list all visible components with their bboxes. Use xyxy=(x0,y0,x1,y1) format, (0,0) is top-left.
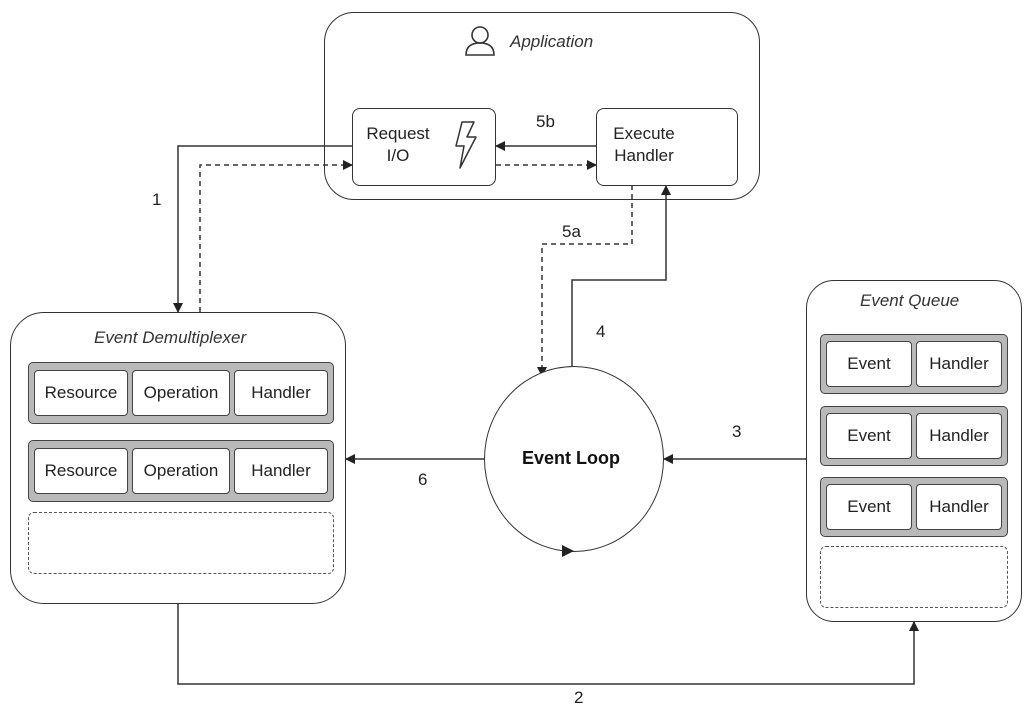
request-io-line1: Request xyxy=(366,124,430,143)
resource-cell: Resource xyxy=(34,370,128,416)
execute-handler-line1: Execute xyxy=(613,124,675,143)
execute-handler-box xyxy=(596,108,738,186)
event-cell: Event xyxy=(826,484,912,530)
arrow-5a-dashed xyxy=(537,185,633,377)
application-title: Application xyxy=(510,32,594,51)
application-container xyxy=(324,12,760,200)
handler-cell: Handler xyxy=(916,484,1002,530)
execute-handler-line2: Handler xyxy=(614,146,674,165)
event-loop-label: Event Loop xyxy=(522,448,620,468)
step-label-3: 3 xyxy=(732,422,742,441)
operation-cell: Operation xyxy=(132,448,230,494)
queue-empty-slot xyxy=(820,546,1008,608)
handler-cell: Handler xyxy=(916,413,1002,459)
arrow-1 xyxy=(173,145,352,313)
demux-empty-slot xyxy=(28,512,334,574)
event-cell: Event xyxy=(826,413,912,459)
step-label-6: 6 xyxy=(418,470,428,489)
step-label-4: 4 xyxy=(596,322,606,341)
event-demultiplexer-title: Event Demultiplexer xyxy=(94,328,247,347)
resource-cell: Resource xyxy=(34,448,128,494)
step-label-5a: 5a xyxy=(562,222,581,241)
step-label-1: 1 xyxy=(152,190,162,209)
event-cell: Event xyxy=(826,341,912,387)
step-label-5b: 5b xyxy=(536,112,555,131)
event-queue-title: Event Queue xyxy=(860,291,960,310)
operation-cell: Operation xyxy=(132,370,230,416)
request-io-line2: I/O xyxy=(386,146,410,165)
event-loop-circle xyxy=(484,366,664,552)
arrow-2 xyxy=(177,604,919,685)
execute-handler-label: Execute Handler xyxy=(602,123,686,167)
handler-cell: Handler xyxy=(234,448,328,494)
step-label-2: 2 xyxy=(574,688,584,707)
request-io-label: Request I/O xyxy=(356,123,440,167)
handler-cell: Handler xyxy=(234,370,328,416)
arrow-4 xyxy=(571,185,671,366)
handler-cell: Handler xyxy=(916,341,1002,387)
arrow-demux-to-request-dashed xyxy=(199,160,353,312)
